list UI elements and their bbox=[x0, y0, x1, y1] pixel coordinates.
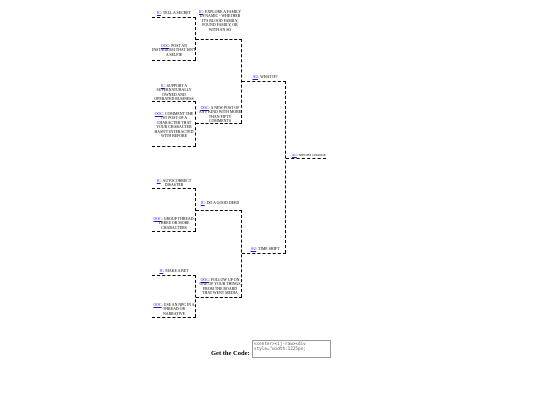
bracket-node-r2-3: IC: DO A GOOD DEED bbox=[200, 201, 240, 205]
node-tag-link[interactable]: IC bbox=[159, 269, 164, 273]
node-label: SUPPORT A SUPERNATURALLY OWNED AND OPERA… bbox=[154, 84, 194, 102]
bracket-line bbox=[242, 81, 286, 82]
bracket-line bbox=[196, 210, 242, 211]
bracket-node-r1-3: IC: SUPPORT A SUPERNATURALLY OWNED AND O… bbox=[154, 84, 194, 102]
bracket-node-r2-2: OOC: A NEW POST OF ANY KIND WITH MORE TH… bbox=[198, 106, 242, 124]
bracket-line bbox=[196, 39, 242, 40]
node-label: COMMENT THE 1ST POST OF A CHARACTER THAT… bbox=[154, 112, 194, 139]
bracket-node-r1-4: OOC: COMMENT THE 1ST POST OF A CHARACTER… bbox=[154, 112, 194, 139]
node-tag-link[interactable]: AU bbox=[292, 153, 297, 157]
node-tag-link[interactable]: OOC bbox=[153, 303, 162, 307]
bracket-line bbox=[195, 188, 196, 231]
bracket-line bbox=[152, 146, 196, 147]
node-label: GROUP THREAD: THREE OR MORE CHARACTERS bbox=[158, 217, 195, 230]
bracket-node-r3-1: AU: WHAT IF? bbox=[252, 75, 278, 79]
node-label: TIME SHIFT bbox=[258, 247, 280, 251]
bracket-line bbox=[285, 81, 286, 253]
bracket-line bbox=[152, 275, 196, 276]
node-tag-link[interactable]: OOC bbox=[160, 44, 170, 48]
node-label: AUTOCORRECT DISASTER bbox=[162, 179, 192, 188]
bracket-line bbox=[152, 17, 196, 18]
bracket-line bbox=[195, 275, 196, 317]
node-tag-link[interactable]: IC bbox=[156, 179, 161, 183]
bracket-line bbox=[195, 17, 196, 60]
bracket-line bbox=[152, 317, 196, 318]
node-tag-link[interactable]: IC bbox=[200, 201, 205, 205]
code-textarea[interactable]: <center><ij-raw><div style="width:1225px… bbox=[252, 340, 331, 358]
bracket-line bbox=[241, 210, 242, 297]
bracket-line bbox=[195, 101, 196, 146]
node-label: SPECIES CHANGE bbox=[298, 153, 326, 157]
bracket-line bbox=[286, 158, 326, 159]
bracket-line bbox=[241, 39, 242, 123]
bracket-node-r2-1: IC: EXPLORE A FAMILY DYNAMIC - WHETHER I… bbox=[198, 10, 242, 32]
bracket-node-r1-2: OOC: POST AN INSTAGRAM THAT ISN'T A SELF… bbox=[152, 44, 196, 57]
bracket-node-r3-2: AU: TIME SHIFT bbox=[250, 247, 280, 251]
bracket-node-final: AU: SPECIES CHANGE bbox=[292, 153, 326, 157]
node-tag-link[interactable]: OOC bbox=[200, 278, 209, 282]
node-tag-link[interactable]: OOC bbox=[154, 112, 163, 116]
bracket-node-r1-1: IC: TELL A SECRET bbox=[156, 11, 192, 15]
get-code-label: Get the Code: bbox=[211, 350, 250, 357]
bracket-line bbox=[152, 231, 196, 232]
bracket-line bbox=[196, 123, 242, 124]
bracket-line bbox=[242, 253, 286, 254]
bracket-line bbox=[196, 297, 242, 298]
node-tag-link[interactable]: IC bbox=[160, 84, 165, 88]
node-label: DO A GOOD DEED bbox=[206, 201, 240, 205]
bracket-line bbox=[152, 60, 196, 61]
bracket-line bbox=[152, 101, 196, 102]
node-tag-link[interactable]: IC bbox=[198, 10, 203, 14]
node-tag-link[interactable]: IC bbox=[156, 11, 161, 15]
node-label: EXPLORE A FAMILY DYNAMIC - WHETHER IT'S … bbox=[199, 10, 242, 32]
bracket-node-r1-6: OOC: GROUP THREAD: THREE OR MORE CHARACT… bbox=[153, 217, 195, 230]
bracket-node-r1-8: OOC: USE AN NPC IN A THREAD OR NARRATIVE bbox=[153, 303, 195, 316]
node-tag-link[interactable]: AU bbox=[252, 75, 259, 79]
bracket-node-r1-7: IC: MAKE A BET bbox=[159, 269, 189, 273]
node-tag-link[interactable]: OOC bbox=[200, 106, 209, 110]
bracket-node-r1-5: IC: AUTOCORRECT DISASTER bbox=[156, 179, 192, 188]
node-label: POST AN INSTAGRAM THAT ISN'T A SELFIE bbox=[152, 44, 196, 57]
node-label: WHAT IF? bbox=[260, 75, 278, 79]
node-label: A NEW POST OF ANY KIND WITH MORE THAN FI… bbox=[198, 106, 242, 124]
bracket-node-r2-4: OOC: FOLLOW UP ON ONE OF YOUR THINGS FRO… bbox=[199, 278, 241, 296]
bracket-line bbox=[152, 188, 196, 189]
node-label: MAKE A BET bbox=[165, 269, 189, 273]
node-label: USE AN NPC IN A THREAD OR NARRATIVE bbox=[162, 303, 195, 316]
node-label: TELL A SECRET bbox=[162, 11, 192, 15]
node-tag-link[interactable]: OOC bbox=[153, 217, 162, 221]
node-label: FOLLOW UP ON ONE OF YOUR THINGS FROM THE… bbox=[199, 278, 241, 296]
node-tag-link[interactable]: AU bbox=[250, 247, 257, 251]
